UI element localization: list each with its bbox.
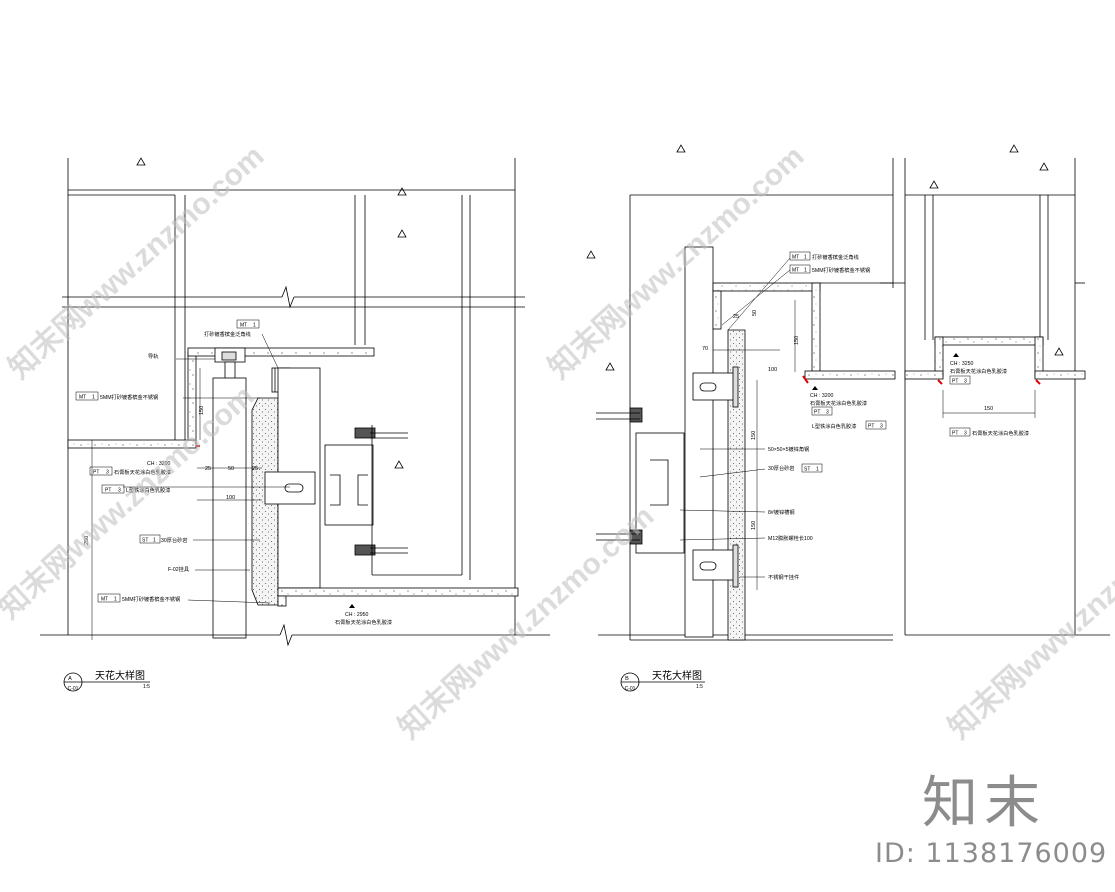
b-tag5-code: ST bbox=[804, 467, 810, 473]
watermark-diagonal-4: 知末网www.znzmo.com bbox=[393, 499, 661, 745]
a-f02: F-02挂具 bbox=[168, 565, 189, 573]
a-tag3-text: 石膏板天花涂白色乳胶漆 bbox=[114, 468, 171, 476]
a-tag5-num: 1 bbox=[153, 538, 156, 544]
b-tag1-text: 打砂镀香槟金泛角线 bbox=[812, 253, 859, 261]
watermark-diagonal-2: 知末网www.znzmo.com bbox=[543, 139, 811, 385]
b-tag1-code: MT bbox=[792, 255, 799, 261]
a-tag4-text: L型铁涂白色乳胶漆 bbox=[126, 486, 170, 494]
a-tag1-code: MT bbox=[240, 323, 247, 329]
c-tag2-code: PT bbox=[952, 431, 958, 437]
b-tag2-code: MT bbox=[792, 268, 799, 274]
b-dim-50: 50 bbox=[752, 310, 758, 316]
b-tag3-text: 石膏板天花涂白色乳胶漆 bbox=[810, 399, 867, 407]
a-dim-100: 100 bbox=[226, 495, 235, 501]
detail-c bbox=[880, 144, 1110, 636]
b-tag5-text: 30厚台砂岩 bbox=[768, 464, 795, 472]
b-title: 天花大样图 bbox=[652, 669, 702, 682]
b-tag4-code: PT bbox=[868, 424, 874, 430]
b-tag4-num: 3 bbox=[880, 424, 883, 430]
c-dim-150: 150 bbox=[984, 406, 993, 412]
watermark-id: ID: 1138176009 bbox=[875, 838, 1108, 869]
b-tag4-text: L型铁涂白色乳胶漆 bbox=[812, 422, 856, 430]
a-tag4-num: 3 bbox=[118, 488, 121, 494]
c-ch: CH : 3250 bbox=[950, 361, 973, 367]
b-tag3-code: PT bbox=[814, 410, 820, 416]
b-dim-100: 100 bbox=[768, 367, 777, 373]
a-tag6-text: 5MM打砂镀香槟金不锈钢 bbox=[122, 595, 180, 603]
c-tag1-text: 石膏板天花涂白色乳胶漆 bbox=[950, 367, 1007, 375]
a-dim-25b: 25 bbox=[252, 466, 258, 472]
b-channel: 8#镀锌槽钢 bbox=[768, 508, 795, 516]
a-tag6-code: MT bbox=[101, 597, 108, 603]
a-lower-note: 石膏板天花涂白色乳胶漆 bbox=[335, 618, 392, 626]
b-scale: 1:5 bbox=[696, 684, 703, 690]
b-marker-sheet: C-01 bbox=[625, 686, 636, 692]
a-tag5-code: ST bbox=[142, 538, 148, 544]
b-angle: 50×50×5镀锌角钢 bbox=[768, 445, 809, 453]
b-tag2-num: 1 bbox=[804, 268, 807, 274]
a-ch-upper: CH : 3200 bbox=[147, 461, 170, 467]
a-dim-50: 50 bbox=[228, 466, 234, 472]
a-dim-250: 250 bbox=[84, 536, 90, 545]
a-marker-letter: A bbox=[68, 676, 72, 682]
a-tag6-num: 1 bbox=[114, 597, 117, 603]
detail-b bbox=[586, 144, 896, 692]
b-steel: 不锈钢干挂件 bbox=[768, 573, 799, 581]
a-title: 天花大样图 bbox=[95, 669, 145, 682]
b-tag3-num: 3 bbox=[826, 410, 829, 416]
b-dim-70: 70 bbox=[702, 346, 708, 352]
a-tag2-num: 1 bbox=[92, 395, 95, 401]
a-tag4-code: PT bbox=[105, 488, 111, 494]
watermark-logo: 知末 bbox=[922, 771, 1046, 836]
b-tag5-num: 1 bbox=[816, 467, 819, 473]
b-dim-150b: 150 bbox=[751, 431, 757, 440]
c-tag1-code: PT bbox=[952, 379, 958, 385]
b-bolt: M12膨胀螺栓长100 bbox=[768, 534, 813, 542]
a-ch-lower: CH : 2950 bbox=[345, 612, 368, 618]
a-tag5-text: 30厚台砂岩 bbox=[161, 536, 188, 544]
c-tag2-text: 石膏板天花涂白色乳胶漆 bbox=[972, 429, 1029, 437]
a-tag2-code: MT bbox=[79, 395, 86, 401]
a-tag3-code: PT bbox=[93, 470, 99, 476]
a-dim-150: 150 bbox=[199, 406, 205, 415]
c-tag2-num: 3 bbox=[964, 431, 967, 437]
a-guide-rail: 导轨 bbox=[148, 352, 158, 360]
a-tag1-text: 打砂镀香槟金泛角线 bbox=[204, 330, 251, 338]
a-scale: 1:5 bbox=[143, 684, 150, 690]
b-ch: CH : 3200 bbox=[810, 393, 833, 399]
b-dim-150c: 150 bbox=[751, 521, 757, 530]
a-tag1-num: 1 bbox=[253, 323, 256, 329]
a-dim-25a: 25 bbox=[205, 466, 211, 472]
c-tag1-num: 3 bbox=[964, 379, 967, 385]
a-marker-sheet: C-01 bbox=[68, 686, 79, 692]
b-tag1-num: 1 bbox=[804, 255, 807, 261]
b-tag2-text: 5MM打砂镀香槟金不锈钢 bbox=[812, 266, 870, 274]
a-tag2-text: 5MM打砂镀香槟金不锈钢 bbox=[100, 393, 158, 401]
watermark-diagonal-5: 知末网www.znzmo.com bbox=[943, 499, 1115, 745]
b-marker-letter: B bbox=[625, 676, 629, 682]
b-dim-150a: 150 bbox=[794, 336, 800, 345]
a-tag3-num: 3 bbox=[106, 470, 109, 476]
b-dim-25: 25 bbox=[733, 314, 739, 320]
detail-a bbox=[40, 157, 550, 692]
